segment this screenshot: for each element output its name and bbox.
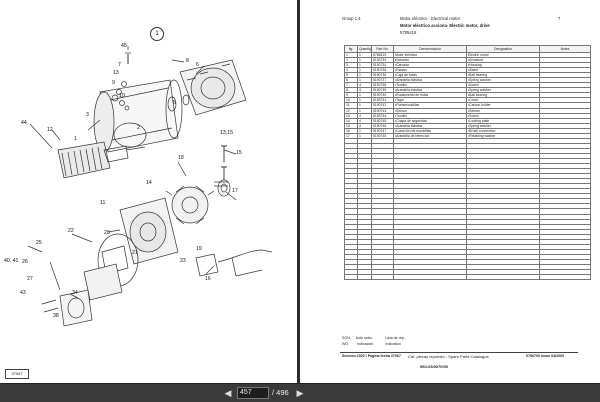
cell-notes	[539, 274, 591, 281]
callout-38: 38	[53, 313, 59, 319]
table-row	[344, 193, 591, 200]
column-header-part-no: Part No.	[371, 45, 394, 53]
column-header-designation: Designation	[466, 45, 540, 53]
callout-27: 27	[27, 276, 33, 282]
group-label: Group 1.4	[342, 16, 361, 21]
column-header-quantity: Quantity	[357, 45, 372, 53]
footer-catalogue: Cat. piezas repuesto - Spare Parts Catal…	[408, 354, 489, 359]
footer-issue: 0790700 Issue 04/2000	[526, 354, 565, 358]
group-circle-number: 1	[150, 27, 164, 41]
cell-designation	[466, 274, 540, 281]
legend-text-es: Indicación	[357, 341, 374, 346]
callout-12: 12	[47, 127, 53, 133]
callout-34: 34	[72, 290, 78, 296]
callout-7: 7	[118, 62, 121, 68]
column-header-denominacion: Denominación	[393, 45, 467, 53]
footer-section: Sección 1020 / Página fecha 27067	[342, 354, 401, 358]
callout-14: 14	[146, 180, 152, 186]
callout-19: 19	[196, 246, 202, 252]
page-navigator: / 496	[237, 386, 289, 399]
callout-17: 17	[232, 188, 238, 194]
callout-15: 15	[236, 150, 242, 156]
callout-6: 6	[196, 62, 199, 68]
legend-text-en: Lista de rep.	[385, 336, 405, 340]
cell-part-no	[371, 274, 394, 281]
callout-1: 1	[74, 136, 77, 142]
legend-text-es: Auto ordin.	[355, 336, 373, 340]
left-page-diagram: 1 45 7 13 8 9 10 1 3 2 44 12 5 6 13,15 1…	[0, 0, 297, 383]
callout-25: 25	[36, 240, 42, 246]
legend-text-en: Indication	[385, 341, 401, 346]
callout-45: 45	[121, 43, 127, 49]
callout-44: 44	[21, 120, 27, 126]
legend-code: WO	[342, 341, 349, 346]
column-header-pos: Ilg.	[344, 45, 358, 53]
callout-16: 16	[205, 276, 211, 282]
previous-page-button[interactable]: ◀	[224, 388, 232, 398]
cell-pos	[344, 274, 358, 281]
footer-model: 960-03/0070/00	[420, 364, 449, 369]
legend-row: SGN Auto ordin. Lista de rep.	[342, 336, 405, 341]
callout-21: 21	[132, 250, 138, 256]
sheet-number: 7	[558, 16, 561, 21]
parts-table-header: Ilg. Quantity Part No. Denominación Desi…	[344, 45, 591, 53]
callout-3: 3	[86, 112, 89, 118]
callout-23: 23	[180, 258, 186, 264]
page-number-input[interactable]	[237, 386, 269, 399]
legend-row: WO Indicación Indication	[342, 341, 405, 347]
table-row	[344, 188, 591, 195]
callout-18: 18	[178, 155, 184, 161]
footer-rule	[340, 352, 578, 353]
table-row	[344, 253, 591, 260]
right-page-parts-list: Group 1.4 Motor eléctrico - Electrical m…	[300, 0, 600, 383]
table-row	[344, 274, 591, 281]
page-total-label: / 496	[272, 388, 289, 397]
callout-10: 10	[119, 93, 125, 99]
callout-8: 8	[186, 58, 189, 64]
document-number: 5785419	[400, 30, 417, 35]
cell-denominacion	[393, 274, 467, 281]
callout-13-15: 13,15	[220, 130, 233, 136]
parts-table: Ilg. Quantity Part No. Denominación Desi…	[344, 45, 591, 281]
next-page-button[interactable]: ▶	[296, 388, 304, 398]
callout-40-41: 40, 41	[4, 258, 19, 264]
viewer-toolbar: ◀ / 496 ▶	[0, 383, 600, 402]
callout-20: 20	[104, 230, 110, 236]
cell-quantity	[357, 274, 372, 281]
callout-9: 9	[112, 80, 115, 86]
callout-13: 13	[113, 70, 119, 76]
legend-code: SGN	[342, 336, 350, 340]
diagram-id-box: 27067	[5, 369, 29, 379]
callout-2: 2	[137, 125, 140, 131]
callout-26: 26	[22, 259, 28, 265]
callout-5: 5	[173, 100, 176, 106]
column-header-notes: Notes	[539, 45, 591, 53]
callout-11: 11	[100, 200, 106, 206]
exploded-view-drawing	[27, 46, 273, 327]
callout-22: 22	[68, 228, 74, 234]
legend: SGN Auto ordin. Lista de rep. WO Indicac…	[342, 336, 405, 347]
callout-43: 43	[20, 290, 26, 296]
section-title: Motor eléctrico - Electrical motor	[400, 16, 461, 21]
assembly-title: Motor eléctrico acciona- Electric motor,…	[400, 23, 490, 28]
